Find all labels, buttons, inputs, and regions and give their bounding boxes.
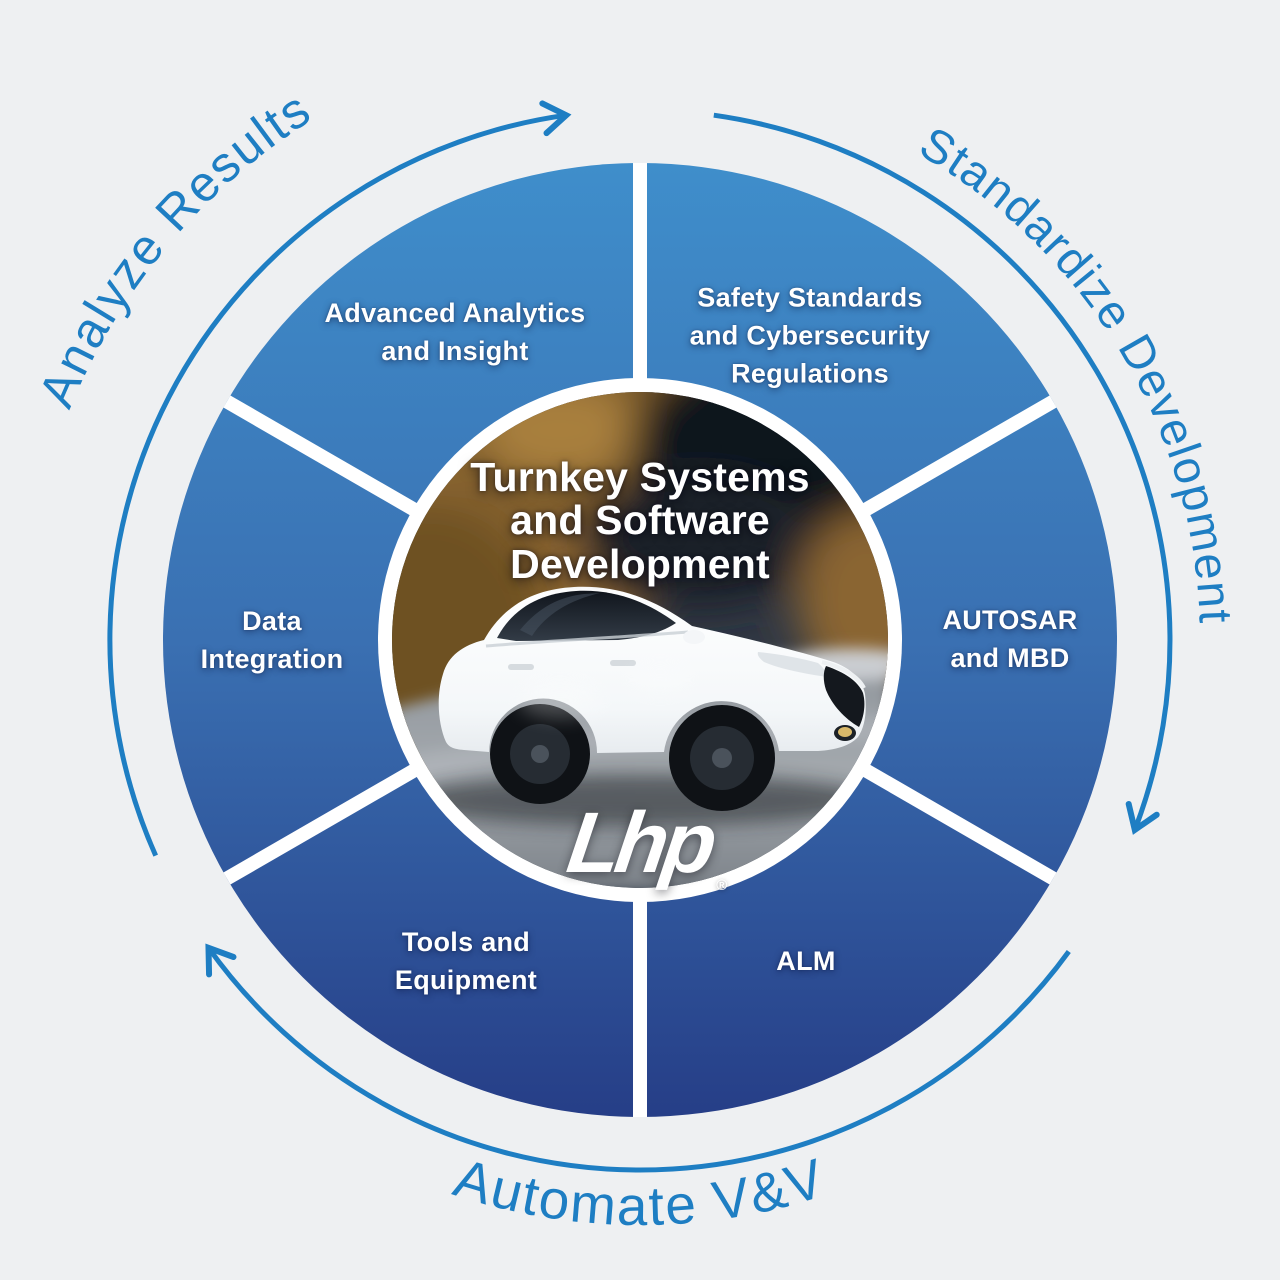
lhp-logo-text: Lhp [561,795,719,891]
registered-trademark-mark: ® [716,877,728,894]
segment-safety-standards-label: Safety Standards and Cybersecurity Regul… [689,282,931,388]
analyze-results-arrow [107,100,572,857]
segment-autosar-mbd-label: AUTOSAR and MBD [942,605,1078,673]
center-title: Turnkey Systems and Software Development [470,453,810,587]
car-mirror [683,630,705,644]
segment-advanced-analytics-label: Advanced Analytics and Insight [324,298,586,366]
automate-vv-label: Automate V&V [447,1146,832,1237]
lhp-logo: Lhp ® [562,795,727,894]
segment-alm-label: ALM [776,946,836,977]
car-grille [823,666,865,727]
cycle-arrows [107,100,1173,1173]
segment-data-integration-label: Data Integration [200,606,344,674]
car-windows [497,590,676,641]
segment-tools-equipment-label: Tools and Equipment [394,927,538,995]
standardize-development-arrow [713,112,1173,835]
automate-vv-arrow [205,943,1071,1173]
car-illustration [408,586,872,826]
car-headlight [757,652,827,677]
